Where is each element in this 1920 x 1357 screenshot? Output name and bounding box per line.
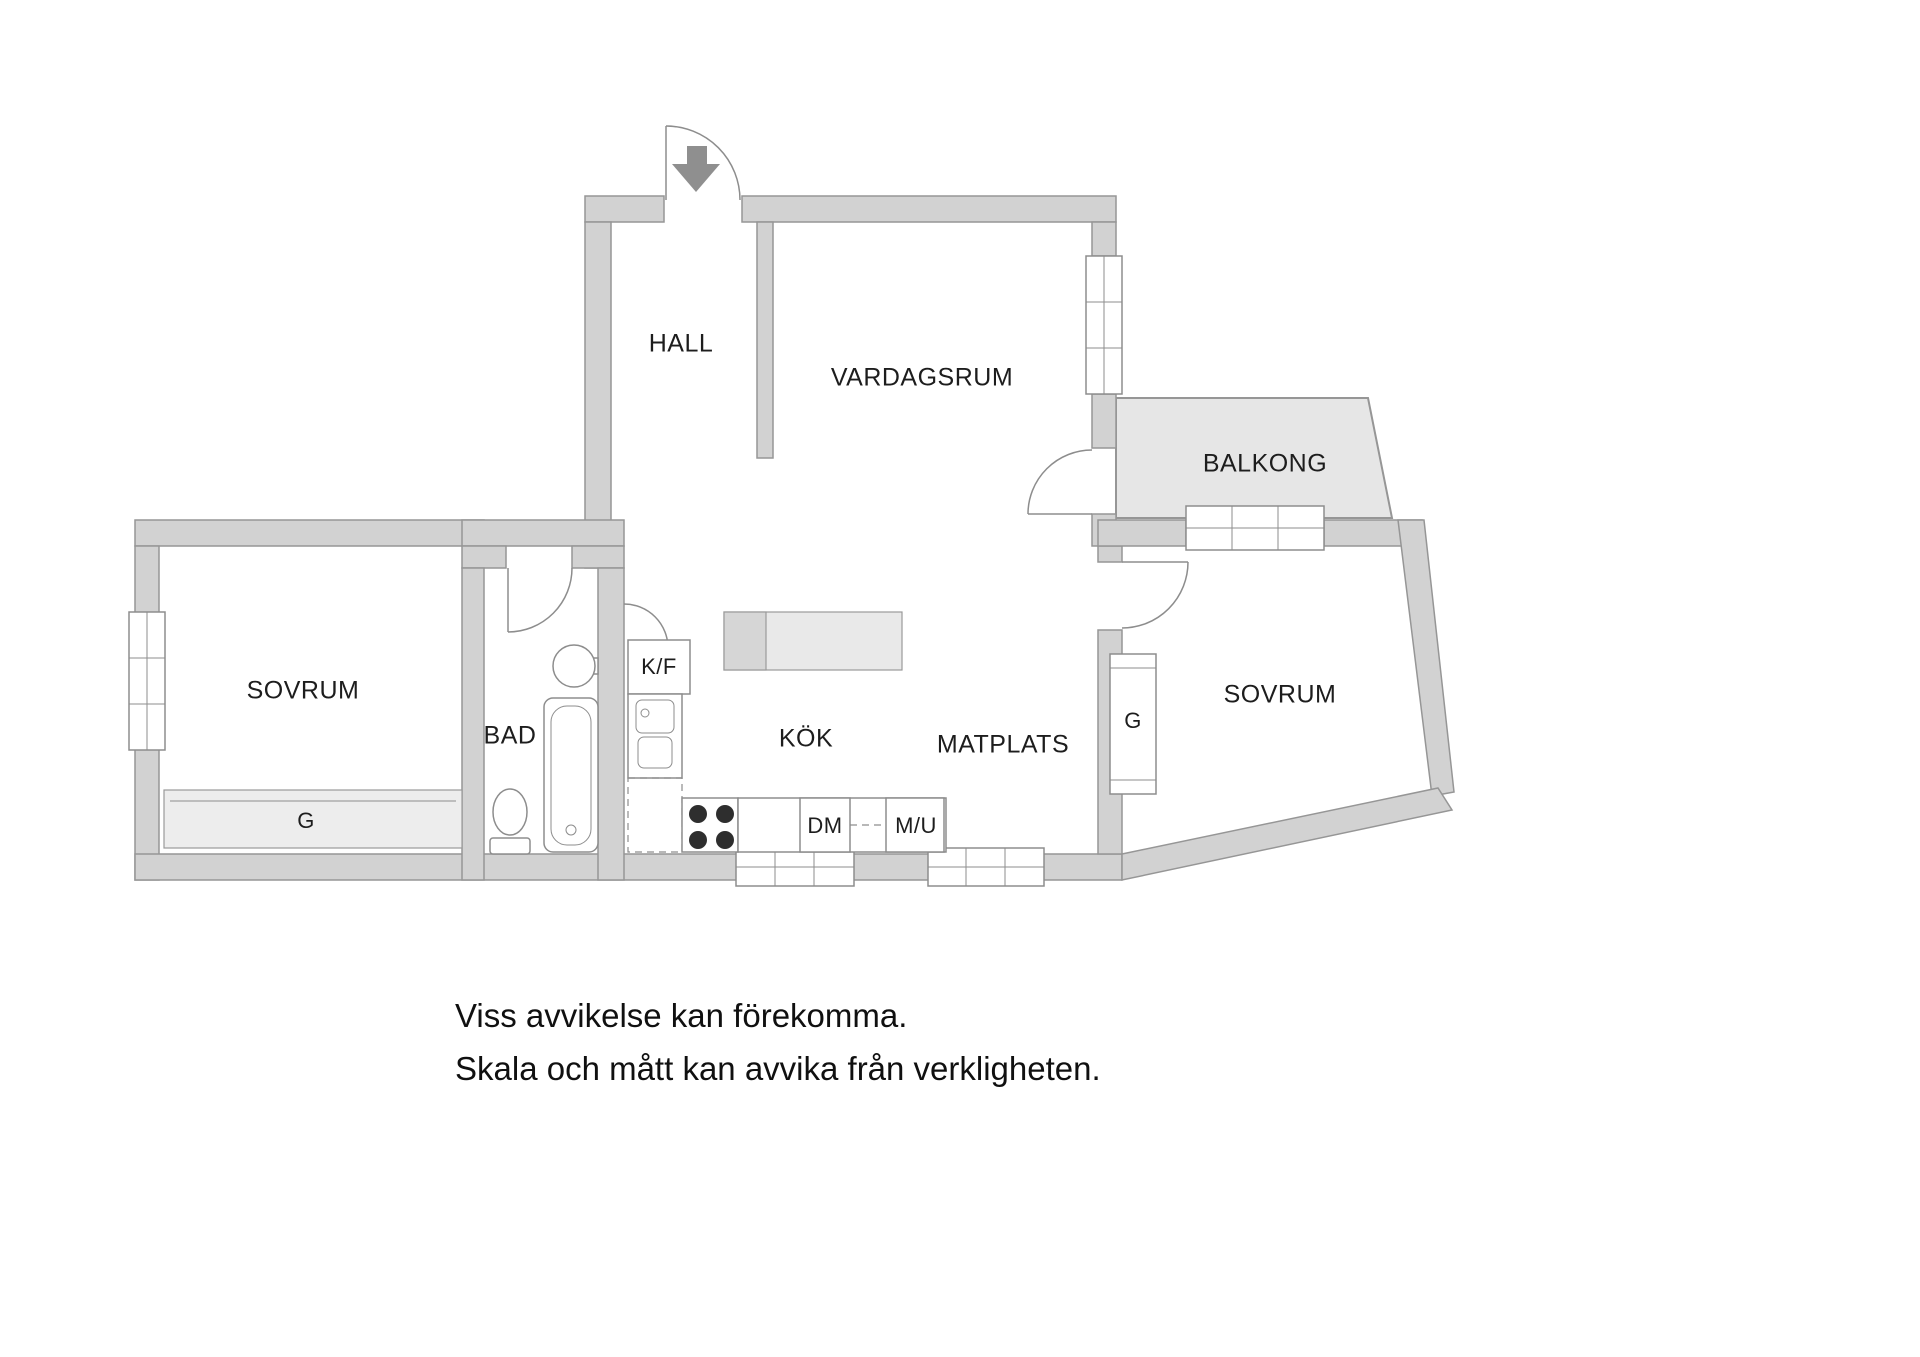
stove-icon: [681, 797, 739, 853]
fridge-freezer-cabinet: [627, 639, 691, 695]
kitchen-fixtures: [627, 611, 947, 853]
bathtub-icon: [543, 697, 599, 853]
fixture-label-wardrobe-left: G: [297, 808, 315, 833]
room-label-vardagsrum: VARDAGSRUM: [830, 363, 1014, 392]
washbasin-icon: [552, 644, 599, 688]
entry-arrow-icon: [672, 146, 720, 192]
corner-cabinet-dashed: [627, 777, 683, 853]
disclaimer-line-1: Viss avvikelse kan förekomma.: [455, 997, 908, 1034]
room-label-kok: KÖK: [778, 724, 834, 753]
fixture-label-dishwasher: DM: [807, 813, 843, 838]
room-label-balkong: BALKONG: [1202, 449, 1328, 478]
window-livingroom-icon: [1085, 255, 1123, 395]
room-label-sovrum-right: SOVRUM: [1223, 680, 1337, 709]
window-bedroom-left-icon: [128, 611, 166, 751]
doors: [507, 125, 1189, 649]
bathroom-door-icon: [507, 567, 573, 633]
fixture-label-fridge-freezer: K/F: [641, 654, 677, 679]
room-label-bad: BAD: [483, 721, 537, 750]
windows: [128, 255, 1325, 887]
bathroom-fixtures: [489, 644, 599, 855]
fixture-label-wardrobe-right: G: [1124, 708, 1142, 733]
wardrobe-left: [163, 789, 463, 849]
fixture-label-micro-oven: M/U: [895, 813, 937, 838]
disclaimer-line-2: Skala och mått kan avvika från verklighe…: [455, 1049, 1101, 1087]
balcony-door-icon: [1027, 449, 1093, 515]
bedroom-right-door-icon: [1121, 561, 1189, 629]
room-label-hall: HALL: [648, 329, 714, 358]
toilet-icon: [489, 788, 531, 855]
window-bedroom-right-icon: [1185, 505, 1325, 551]
entry-door-icon: [665, 125, 741, 201]
window-dining-icon: [927, 847, 1045, 887]
dishwasher-box: [799, 797, 851, 853]
balcony: [1115, 397, 1394, 519]
sink-unit-icon: [627, 693, 683, 779]
window-kitchen-icon: [735, 847, 855, 887]
room-label-sovrum-left: SOVRUM: [246, 676, 360, 705]
disclaimer-text: Viss avvikelse kan förekomma. Skala och …: [455, 990, 1101, 1096]
kitchen-island: [723, 611, 903, 671]
room-label-matplats: MATPLATS: [936, 730, 1070, 759]
wardrobe-right: [1109, 653, 1157, 795]
micro-oven-box: [885, 797, 945, 853]
